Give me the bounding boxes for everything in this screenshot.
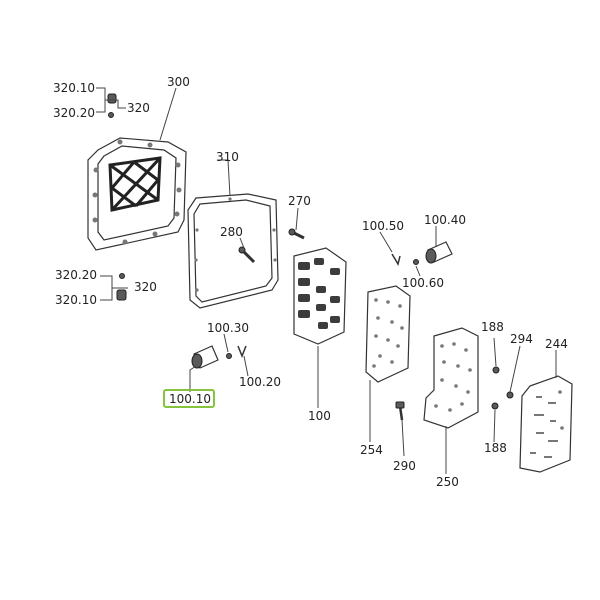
ball-188-top[interactable]: [492, 366, 500, 374]
pin-100-60[interactable]: [413, 259, 419, 265]
ball-188-bottom[interactable]: [491, 402, 499, 410]
label-320-10-bottom[interactable]: 320.10: [55, 293, 97, 307]
label-294[interactable]: 294: [510, 332, 533, 346]
label-100-10[interactable]: 100.10: [169, 392, 211, 406]
label-254[interactable]: 254: [360, 443, 383, 457]
oil-pan-300[interactable]: [87, 137, 187, 251]
label-100-30[interactable]: 100.30: [207, 321, 249, 335]
plate-250[interactable]: [423, 327, 479, 429]
label-100[interactable]: 100: [308, 409, 331, 423]
label-320-20-bottom[interactable]: 320.20: [55, 268, 97, 282]
label-320-top[interactable]: 320: [127, 101, 150, 115]
label-310[interactable]: 310: [216, 150, 239, 164]
label-188-top[interactable]: 188: [481, 320, 504, 334]
solenoid-100-40[interactable]: [425, 241, 453, 264]
pin-100-30[interactable]: [226, 353, 232, 359]
label-244[interactable]: 244: [545, 337, 568, 351]
highlight-box: [163, 389, 215, 408]
bolt-280[interactable]: [238, 246, 256, 264]
label-100-20[interactable]: 100.20: [239, 375, 281, 389]
label-300[interactable]: 300: [167, 75, 190, 89]
label-320-10-top[interactable]: 320.10: [53, 81, 95, 95]
label-320-20-top[interactable]: 320.20: [53, 106, 95, 120]
filter-294[interactable]: [506, 391, 514, 399]
part-labels: 320.10 320.20 320 300 310 270 280 320.20…: [53, 75, 568, 489]
plate-244[interactable]: [519, 375, 573, 473]
clip-100-50[interactable]: [391, 253, 401, 266]
label-100-40[interactable]: 100.40: [424, 213, 466, 227]
label-280[interactable]: 280: [220, 225, 243, 239]
separator-plate-254[interactable]: [365, 285, 411, 383]
label-100-60[interactable]: 100.60: [402, 276, 444, 290]
clip-100-20[interactable]: [237, 345, 247, 359]
label-100-50[interactable]: 100.50: [362, 219, 404, 233]
drain-plug-320-top[interactable]: [107, 93, 117, 118]
bolt-290[interactable]: [395, 401, 405, 421]
valve-body-100[interactable]: [293, 247, 347, 345]
label-250[interactable]: 250: [436, 475, 459, 489]
bolt-270[interactable]: [288, 228, 305, 240]
drain-plug-320-bottom[interactable]: [116, 273, 127, 301]
gasket-310[interactable]: [187, 193, 279, 309]
label-188-bottom[interactable]: 188: [484, 441, 507, 455]
label-270[interactable]: 270: [288, 194, 311, 208]
solenoid-100-10[interactable]: [191, 345, 219, 369]
leader-lines: [96, 87, 557, 474]
label-320-bottom[interactable]: 320: [134, 280, 157, 294]
label-290[interactable]: 290: [393, 459, 416, 473]
